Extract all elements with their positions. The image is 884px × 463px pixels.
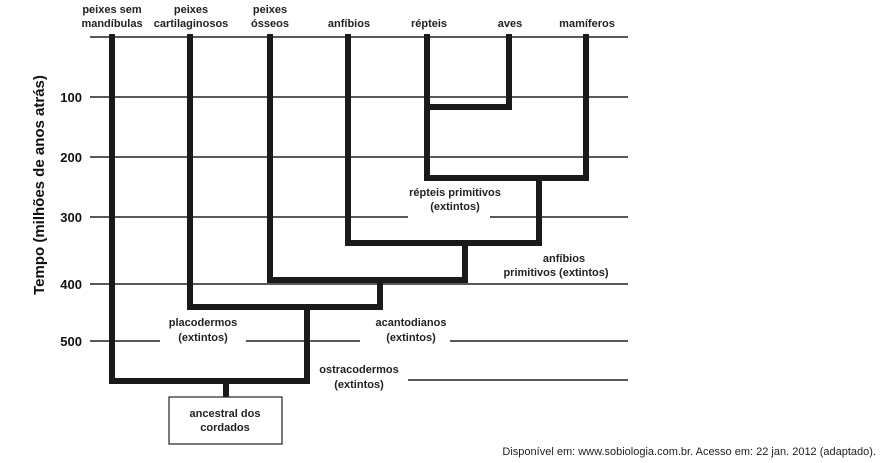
extinct-primitive-reptiles-2: (extintos) xyxy=(430,201,480,213)
ancestor-label-2: cordados xyxy=(200,422,250,434)
branch-tetrapods xyxy=(345,34,542,246)
taxon-cartilaginous-fish-2: cartilaginosos xyxy=(154,18,229,30)
branch-osteichthyes xyxy=(267,34,468,283)
tick-400: 400 xyxy=(60,277,82,292)
branch-gnathostomes xyxy=(187,34,383,310)
extinct-placoderms-2: (extintos) xyxy=(178,332,228,344)
taxon-jawless-fish-1: peixes sem xyxy=(82,4,142,16)
extinct-acanthodians-1: acantodianos xyxy=(376,317,447,329)
source-citation: Disponível em: www.sobiologia.com.br. Ac… xyxy=(502,446,876,458)
taxon-reptiles: répteis xyxy=(411,18,447,30)
ancestor-label-1: ancestral dos xyxy=(190,408,261,420)
ancestor-box xyxy=(168,396,283,445)
tick-300: 300 xyxy=(60,210,82,225)
taxon-mammals: mamíferos xyxy=(559,18,615,30)
taxon-cartilaginous-fish-1: peixes xyxy=(174,4,208,16)
taxon-bony-fish-2: ósseos xyxy=(251,18,289,30)
extinct-ostracoderms-2: (extintos) xyxy=(334,379,384,391)
extinct-ostracoderms-1: ostracodermos xyxy=(319,364,398,376)
taxon-jawless-fish-2: mandíbulas xyxy=(81,18,142,30)
extinct-primitive-amphibians-2: primitivos (extintos) xyxy=(503,267,608,279)
extinct-primitive-reptiles-1: répteis primitivos xyxy=(409,187,501,199)
branch-sauropsids xyxy=(424,34,512,110)
extinct-primitive-amphibians-1: anfíbios xyxy=(543,253,585,265)
tick-100: 100 xyxy=(60,90,82,105)
branch-jawless xyxy=(109,34,310,384)
extinct-acanthodians-2: (extintos) xyxy=(386,332,436,344)
taxon-amphibians: anfíbios xyxy=(328,18,370,30)
extinct-placoderms-1: placodermos xyxy=(169,317,237,329)
taxon-birds: aves xyxy=(498,18,522,30)
taxon-bony-fish-1: peixes xyxy=(253,4,287,16)
tick-500: 500 xyxy=(60,334,82,349)
tick-200: 200 xyxy=(60,150,82,165)
y-axis-title: Tempo (milhões de anos atrás) xyxy=(31,75,48,295)
